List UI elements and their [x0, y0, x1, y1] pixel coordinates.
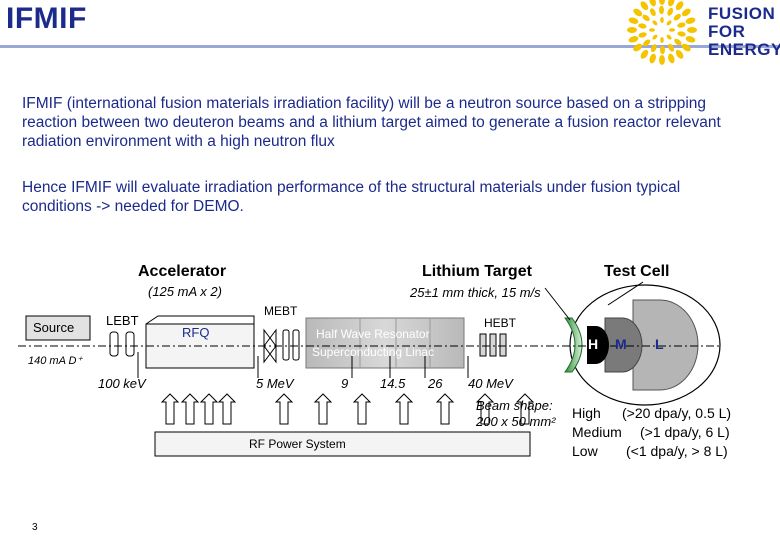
high-zone: [587, 326, 609, 364]
intro-paragraph: IFMIF (international fusion materials ir…: [22, 95, 721, 150]
logo-line-3: ENERGY: [708, 40, 780, 59]
zone-l-label: L: [655, 336, 664, 352]
rf-feed-arrow: [394, 393, 414, 425]
legend-low-value: (<1 dpa/y, > 8 L): [626, 443, 728, 459]
rf-feed-arrow: [199, 393, 219, 425]
rf-feed-arrow: [313, 393, 333, 425]
conclusion-paragraph: Hence IFMIF will evaluate irradiation pe…: [22, 179, 681, 215]
legend-medium-name: Medium: [572, 424, 622, 440]
rf-feed-arrow: [180, 393, 200, 425]
page-number: 3: [32, 522, 38, 533]
lithium-target-spec: 25±1 mm thick, 15 m/s: [410, 285, 541, 300]
rf-power-box: [154, 431, 531, 457]
rf-feed-arrow: [515, 393, 535, 425]
rf-feed-arrow: [475, 393, 495, 425]
energy-5mev: 5 MeV: [256, 376, 294, 391]
rfq-label: RFQ: [182, 325, 210, 340]
lebt-label: LEBT: [106, 313, 139, 328]
beam-shape-value: 200 x 50 mm²: [476, 414, 556, 429]
energy-14-5: 14.5: [380, 376, 406, 391]
rf-feed-arrow: [435, 393, 455, 425]
linac-label-line-2: Superconducting Linac: [312, 345, 435, 359]
energy-9: 9: [341, 376, 349, 391]
energy-26: 26: [428, 376, 443, 391]
rf-feed-arrow: [352, 393, 372, 425]
energy-100kev: 100 keV: [98, 376, 146, 391]
source-box: [25, 315, 91, 341]
accelerator-label: Accelerator: [138, 263, 227, 280]
logo-line-1: FUSION: [708, 4, 776, 23]
low-zone: [632, 299, 699, 391]
accelerator-current: (125 mA x 2): [148, 284, 222, 299]
source-current: 140 mA D⁺: [28, 355, 83, 367]
zone-h-label: H: [588, 336, 599, 352]
legend-low-name: Low: [572, 443, 598, 459]
rf-feed-arrow: [274, 393, 294, 425]
legend-high-value: (>20 dpa/y, 0.5 L): [622, 405, 732, 421]
rf-power-label: RF Power System: [249, 437, 346, 451]
linac-block: [305, 317, 465, 369]
rf-feed-arrow: [217, 393, 237, 425]
rf-feed-arrow: [160, 393, 180, 425]
lithium-target: [564, 317, 583, 373]
linac-label-line-1: Half Wave Resonator: [316, 327, 430, 341]
slide-title: IFMIF: [6, 2, 87, 35]
source-label: Source: [33, 320, 75, 335]
zone-m-label: M: [615, 336, 627, 352]
mebt-label: MEBT: [264, 304, 298, 318]
energy-40mev: 40 MeV: [468, 376, 513, 391]
legend-high-name: High: [572, 405, 601, 421]
legend-medium-value: (>1 dpa/y, 6 L): [640, 424, 730, 440]
hebt-label: HEBT: [484, 316, 517, 330]
lithium-target-label: Lithium Target: [422, 263, 532, 280]
title-underline: [0, 45, 780, 48]
test-cell-label: Test Cell: [604, 263, 670, 280]
beam-shape-label: Beam shape:: [476, 398, 553, 413]
logo-line-2: FOR: [708, 22, 746, 41]
medium-zone: [604, 317, 643, 373]
